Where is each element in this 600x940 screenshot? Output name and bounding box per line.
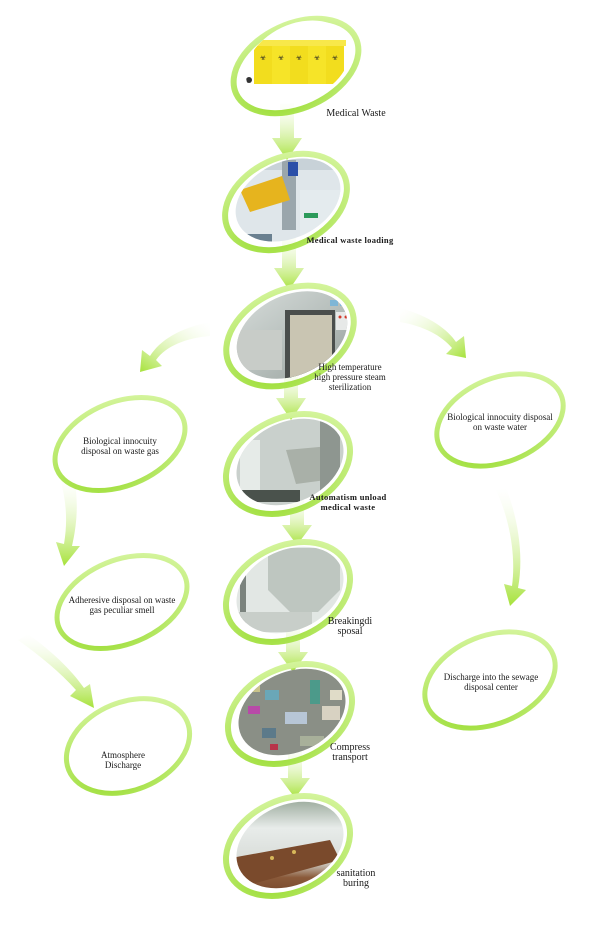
arrow-down-5 [278,620,308,672]
node-unload [222,410,358,520]
node-water-bio [434,371,566,469]
arrow-branch-left [140,322,210,372]
label-gas-adhesive: Adheresive disposal on waste gas peculia… [68,595,176,615]
arrow-gas-2 [18,634,94,708]
arrow-down-3 [276,368,306,420]
arrow-branch-right [400,308,466,358]
label-unload: Automatism unload medical waste [309,492,387,512]
node-water-sewage [422,629,558,731]
label-gas-bio: Biological innocuity disposal on waste g… [81,436,159,456]
label-loading: Medical waste loading [306,235,394,245]
label-water-sewage: Discharge into the sewage disposal cente… [443,672,539,692]
node-gas-bio [52,394,188,494]
svg-text:☣: ☣ [314,54,320,62]
label-sanitation: sanitation buring [336,868,376,889]
node-loading [222,150,354,258]
node-gas-adhesive [54,552,190,652]
label-water-bio: Biological innocuity disposal on waste w… [447,412,553,432]
label-breaking: Breakingdi sposal [327,616,373,637]
svg-text:☣: ☣ [278,54,284,62]
label-gas-atmosphere: Atmosphere Discharge [101,750,145,770]
arrow-down-4 [282,495,312,545]
arrow-water [496,488,526,606]
node-sanitation [222,793,358,905]
bin-group: ☣ ☣ ☣ ☣ ☣ [246,40,346,84]
node-breaking [222,539,358,650]
arrow-down-6 [280,745,310,798]
arrow-gas-1 [56,478,80,566]
label-sterilization: High temperature high pressure steam ste… [314,362,386,392]
arrow-down-1 [272,100,302,160]
svg-text:☣: ☣ [260,54,266,62]
arrow-down-2 [274,232,304,290]
node-gas-atmosphere [63,696,193,796]
label-medical-waste: Medical Waste [326,108,386,119]
label-compress: Compress transport [330,742,370,763]
svg-text:☣: ☣ [296,54,302,62]
photo-yellow-biohazard-bins: ☣ ☣ ☣ ☣ ☣ [232,20,364,120]
svg-text:☣: ☣ [332,54,338,62]
